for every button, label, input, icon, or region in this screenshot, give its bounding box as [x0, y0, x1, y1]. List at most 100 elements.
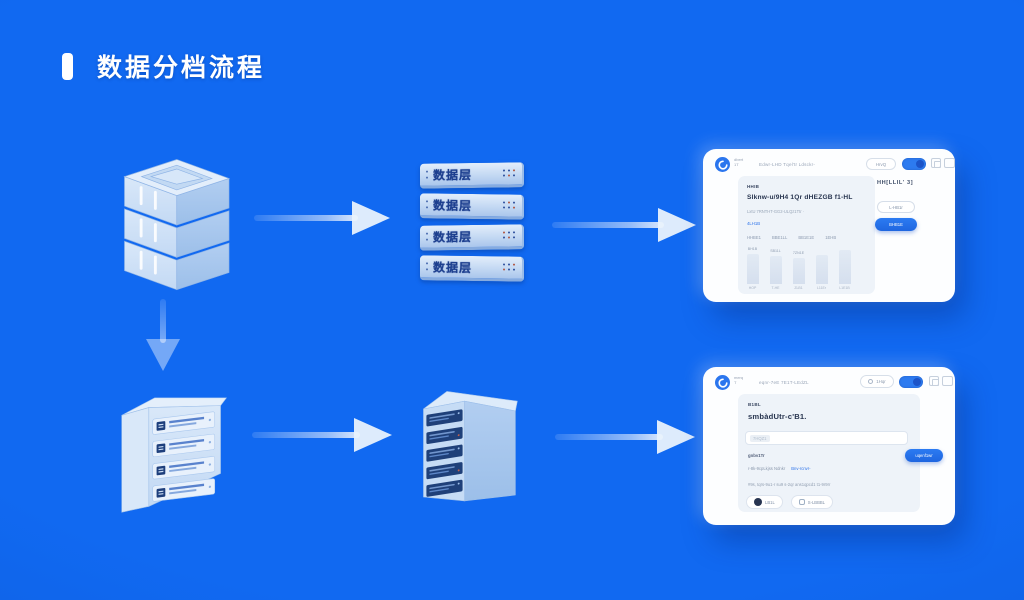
form-card: B1BL smbàdUtr-c'B1. 7HQZ1 gnbv1Tr uqenf1… — [738, 394, 943, 512]
thumb-icon — [754, 498, 762, 506]
ghost-button-label: HrvQ — [875, 161, 887, 167]
form-window: merq T eqnr-7eE 7E1T-LEdZL 1Hqr B1BL smb… — [703, 367, 955, 525]
hint-text: #9s, tqrs-9u1-r su9 s-2qr ans1qpcd1 t1-9… — [748, 482, 831, 487]
table-header-row: HHBE1 BBE1LL BB1E1E 1EHB — [747, 235, 836, 240]
share-button[interactable]: S-LBBBL — [790, 495, 834, 509]
primary-button-label: BHB1E — [889, 222, 903, 227]
database-stack-icon — [123, 159, 231, 291]
led-indicators-icon — [503, 263, 516, 271]
led-indicators-icon — [503, 169, 516, 177]
data-tier-unit-3: 数据层 — [420, 224, 524, 251]
submit-button-label: uqenf1wr — [915, 453, 933, 458]
logo-caption: dbert 1T — [734, 157, 744, 167]
logo-caption: merq T — [734, 375, 744, 385]
bar-top-label: BH1B — [747, 247, 758, 251]
bar-bottom-label: HOP — [748, 286, 757, 290]
mini-bar — [792, 258, 805, 284]
bar-column: 7ZN1E ZLB1 — [790, 251, 807, 290]
screw-dots-icon — [426, 200, 429, 209]
restore-window-icon[interactable] — [931, 158, 941, 168]
column-header: BBE1LL — [771, 235, 788, 240]
data-tier-unit-1: 数据层 — [420, 162, 524, 189]
mini-bar — [815, 255, 828, 284]
submit-button[interactable]: uqenf1wr — [905, 449, 943, 462]
title-accent-bar — [62, 52, 73, 80]
restore-window-icon[interactable] — [929, 376, 939, 386]
dashboard-card: HHIB Slknw-u/9H4 1Qr dHEZGB f1-HL LxtU 7… — [738, 176, 875, 294]
share-icon — [798, 499, 805, 505]
column-header: 1EHB — [825, 235, 837, 240]
secondary-button-label: L-HB1r — [889, 204, 903, 210]
column-header: HHBE1 — [747, 235, 761, 240]
flow-arrow-down — [146, 299, 180, 371]
titlebar-ghost-button[interactable]: 1Hqr — [860, 375, 894, 388]
meta-text: r-8k-9cpLkjss Ndnkr — [748, 466, 786, 471]
refresh-icon — [868, 379, 874, 384]
bar-top-label: 7ZN1E — [792, 251, 805, 255]
database-stack-illustration — [96, 150, 248, 302]
sidebar-code-text: HH[LLIL' 3] — [877, 180, 914, 186]
data-tier-unit-4: 数据层 — [420, 255, 524, 282]
tier-unit-label: 数据层 — [433, 197, 473, 213]
card-heading: Slknw-u/9H4 1Qr dHEZGB f1-HL — [747, 194, 853, 201]
titlebar-text: eqnr-7eE 7E1T-LEdZL — [759, 380, 809, 385]
tier-unit-label: 数据层 — [433, 229, 473, 245]
sidebar-primary-button[interactable]: BHB1E — [875, 218, 917, 231]
page-title: 数据分档流程 — [97, 54, 266, 82]
mini-bar-chart: BH1B HOP SB11L T-HE 7ZN1E ZLB1 — [744, 244, 853, 290]
data-tier-stack: 数据层 数据层 数据层 数据层 — [420, 162, 524, 282]
mini-bar — [838, 250, 851, 284]
server-tower-illustration — [400, 378, 532, 528]
toggle-switch-on[interactable] — [902, 158, 926, 170]
app-logo-icon — [715, 157, 730, 172]
bar-column: L1E1B — [836, 243, 853, 290]
card-heading: smbàdUtr-c'B1. — [748, 412, 807, 421]
bar-column: L11Er — [813, 248, 830, 290]
form-caption: gnbv1Tr — [748, 453, 765, 458]
like-button-label: LB1L — [765, 499, 775, 505]
card-link[interactable]: 4LH1B — [747, 221, 761, 226]
action-row: LB1L S-LBBBL — [746, 495, 834, 509]
meta-row: r-8k-9cpLkjss Ndnkr Bnv-rcnvr- — [748, 466, 811, 471]
toggle-switch-on[interactable] — [899, 376, 923, 388]
dashboard-window: dbert 1T Edwr-LHD Tqel'tr Ldsckr- HrvQ H… — [703, 149, 955, 302]
led-indicators-icon — [503, 201, 516, 209]
share-button-label: S-LBBBL — [807, 499, 826, 505]
titlebar-text: Edwr-LHD Tqel'tr Ldsckr- — [759, 162, 816, 167]
slide-header: 数据分档流程 — [62, 48, 265, 84]
bar-column: SB11L T-HE — [767, 249, 784, 290]
flow-arrow-right-3 — [252, 418, 392, 452]
column-header: BB1E1E — [798, 235, 815, 240]
tier-unit-label: 数据层 — [433, 259, 473, 275]
mini-bar — [746, 254, 759, 284]
bar-bottom-label: T-HE — [771, 286, 780, 290]
mini-bar — [769, 256, 782, 284]
server-rack-illustration — [112, 382, 238, 532]
led-indicators-icon — [503, 231, 516, 239]
maximize-window-icon[interactable] — [942, 376, 953, 386]
bar-bottom-label: ZLB1 — [794, 286, 803, 290]
screw-dots-icon — [426, 232, 429, 241]
maximize-window-icon[interactable] — [944, 158, 955, 168]
bar-bottom-label: L11Er — [816, 286, 827, 290]
sidebar-secondary-button[interactable]: L-HB1r — [877, 201, 915, 213]
app-logo-icon — [715, 375, 730, 390]
titlebar-ghost-button[interactable]: HrvQ — [866, 158, 896, 170]
screw-dots-icon — [426, 262, 429, 271]
card-eyebrow: B1BL — [748, 402, 761, 407]
like-button[interactable]: LB1L — [746, 495, 783, 509]
screw-dots-icon — [426, 170, 429, 179]
meta-link[interactable]: Bnv-rcnvr- — [791, 466, 811, 471]
ghost-button-label: 1Hqr — [876, 379, 886, 384]
input-placeholder: 7HQZ1 — [750, 434, 770, 442]
text-input[interactable]: 7HQZ1 — [745, 431, 908, 445]
flow-arrow-right-2 — [552, 208, 696, 242]
flow-arrow-right-4 — [555, 420, 695, 454]
card-subtitle: LxtU 7RNTHT-GG2-ULQz1Ttr · — [747, 209, 805, 214]
flow-arrow-right-1 — [254, 201, 390, 235]
tier-unit-label: 数据层 — [433, 167, 473, 183]
card-eyebrow: HHIB — [747, 184, 760, 189]
bar-top-label: SB11L — [770, 249, 781, 253]
data-tier-unit-2: 数据层 — [420, 193, 524, 220]
